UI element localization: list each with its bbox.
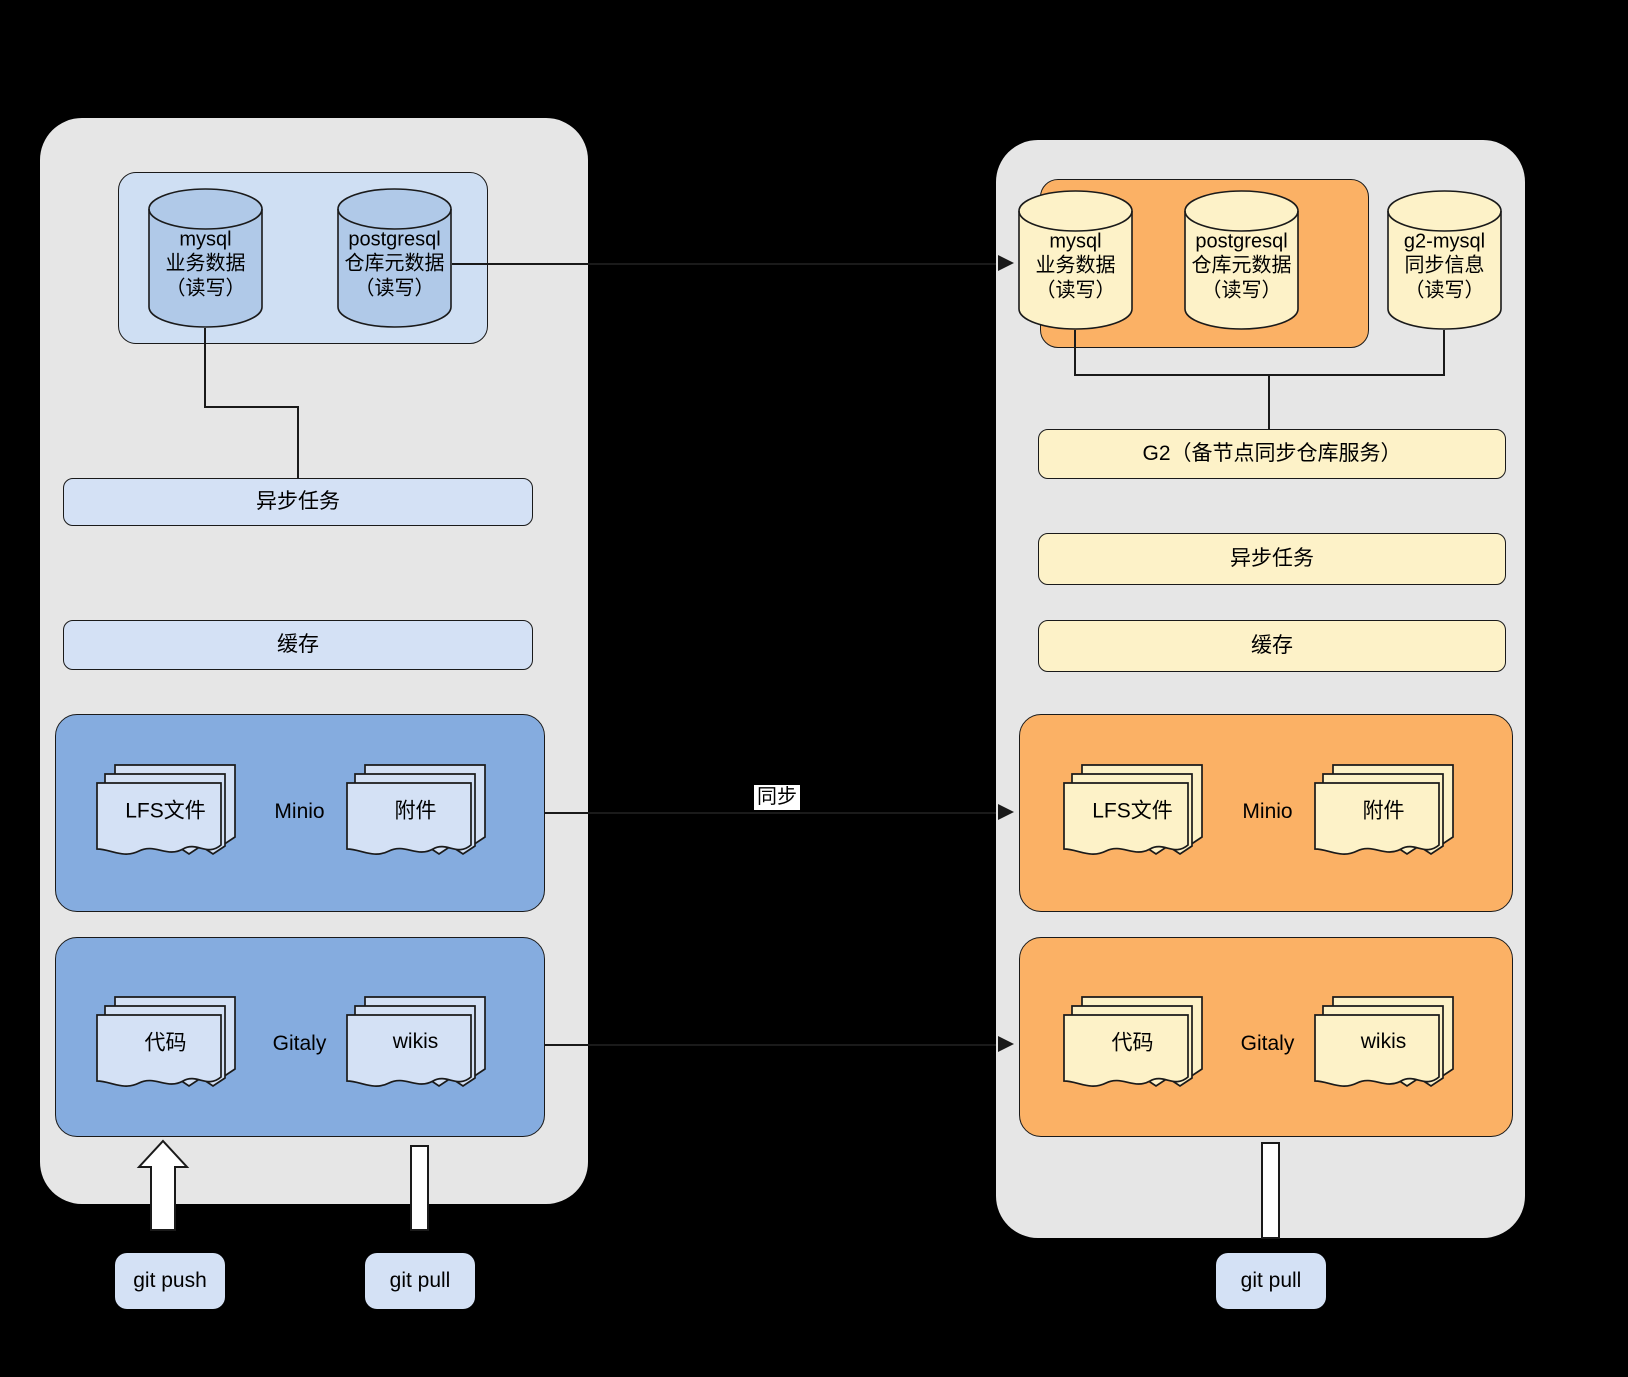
git-push-label: git push	[133, 1269, 207, 1292]
primary-service-async[interactable]: 异步任务	[63, 478, 533, 526]
secondary-service-cache-label: 缓存	[1251, 633, 1293, 657]
secondary-service-cache[interactable]: 缓存	[1038, 620, 1506, 672]
connector-primary-gitaly-to-secondary	[545, 1044, 998, 1046]
connector-secondary-bus-to-g2	[1268, 374, 1270, 430]
primary-service-cache-label: 缓存	[277, 632, 319, 656]
sync-label: 同步	[754, 785, 800, 810]
primary-minio-name: Minio	[274, 800, 325, 823]
git-push-button[interactable]: git push	[115, 1253, 225, 1309]
connector-primary-db-to-secondary	[452, 263, 998, 265]
primary-minio-attachment-docs[interactable]: 附件	[345, 760, 500, 865]
secondary-gitaly-code-docs[interactable]: 代码	[1062, 992, 1217, 1097]
connector-mysql-to-async-seg3	[297, 406, 299, 480]
connector-mysql-to-async-seg2	[204, 406, 299, 408]
secondary-service-async[interactable]: 异步任务	[1038, 533, 1506, 585]
git-pull-secondary-label: git pull	[1240, 1269, 1302, 1292]
primary-service-async-label: 异步任务	[256, 489, 340, 513]
git-pull-secondary-button[interactable]: git pull	[1216, 1253, 1326, 1309]
primary-service-cache[interactable]: 缓存	[63, 620, 533, 670]
connector-secondary-db-bus	[1074, 374, 1445, 376]
connector-secondary-g2mysql-down	[1443, 330, 1445, 375]
secondary-service-async-label: 异步任务	[1230, 546, 1314, 570]
secondary-gitaly-name: Gitaly	[1240, 1032, 1295, 1055]
secondary-gitaly-wikis-docs[interactable]: wikis	[1313, 992, 1468, 1097]
primary-gitaly-code-docs[interactable]: 代码	[95, 992, 250, 1097]
connector-primary-minio-to-secondary	[545, 812, 998, 814]
primary-gitaly-name: Gitaly	[272, 1032, 327, 1055]
git-pull-primary-button[interactable]: git pull	[365, 1253, 475, 1309]
secondary-minio-lfs-docs[interactable]: LFS文件	[1062, 760, 1217, 865]
connector-mysql-to-async-seg1	[204, 328, 206, 408]
secondary-minio-attachment-docs[interactable]: 附件	[1313, 760, 1468, 865]
git-pull-primary-label: git pull	[389, 1269, 451, 1292]
connector-secondary-mysql-down	[1074, 330, 1076, 375]
primary-minio-lfs-docs[interactable]: LFS文件	[95, 760, 250, 865]
secondary-service-g2-label: G2（备节点同步仓库服务）	[1142, 441, 1402, 465]
primary-gitaly-wikis-docs[interactable]: wikis	[345, 992, 500, 1097]
secondary-minio-name: Minio	[1242, 800, 1293, 823]
secondary-service-g2[interactable]: G2（备节点同步仓库服务）	[1038, 429, 1506, 479]
